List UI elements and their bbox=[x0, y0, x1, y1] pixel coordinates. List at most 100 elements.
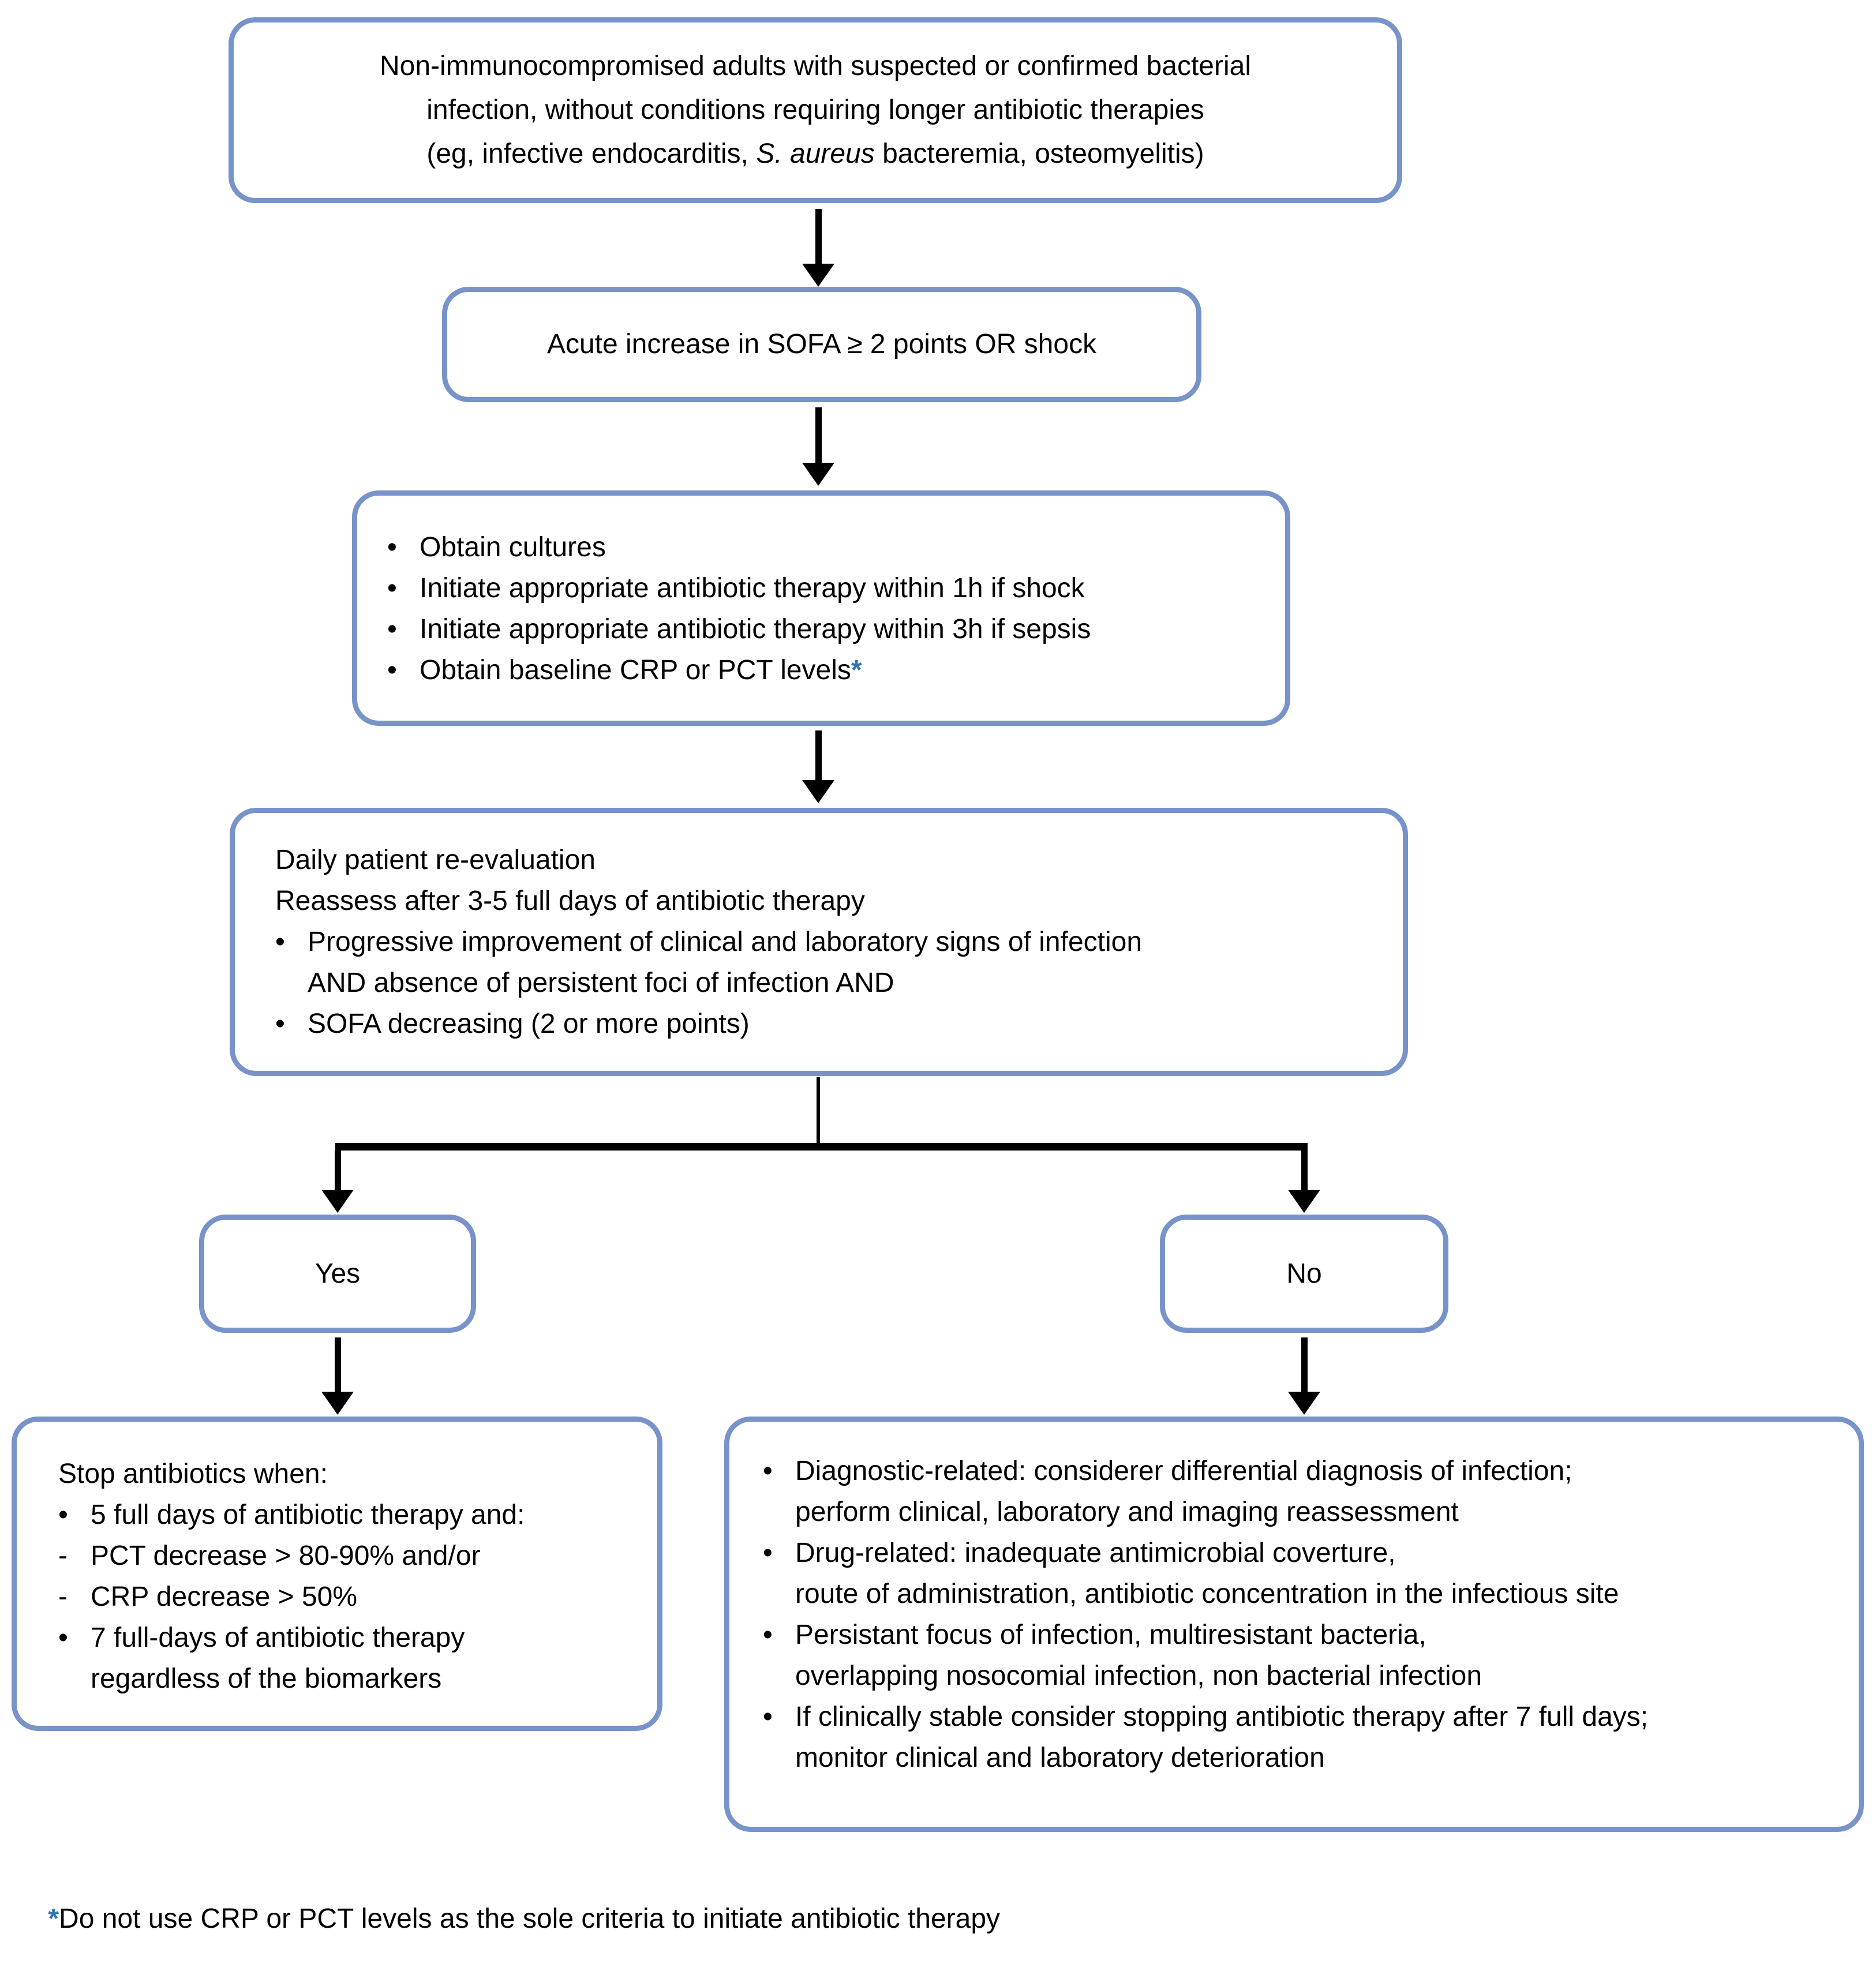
bullet-spacer bbox=[275, 962, 308, 1003]
arrow-stem bbox=[334, 1151, 341, 1190]
line-text: monitor clinical and laboratory deterior… bbox=[795, 1743, 1325, 1773]
initial-actions-box: •Obtain cultures •Initiate appropriate a… bbox=[352, 490, 1290, 726]
bullet-icon: • bbox=[275, 927, 285, 957]
line-text: Non-immunocompromised adults with suspec… bbox=[380, 51, 1251, 81]
sofa-criterion-box: Acute increase in SOFA ≥ 2 points OR sho… bbox=[442, 287, 1201, 402]
line-text: 7 full-days of antibiotic therapy bbox=[91, 1622, 465, 1653]
line-text: 5 full days of antibiotic therapy and: bbox=[91, 1500, 525, 1530]
arrow-down-icon bbox=[1288, 1151, 1320, 1213]
species-name-italic: S. aureus bbox=[756, 138, 875, 169]
text-line: Acute increase in SOFA ≥ 2 points OR sho… bbox=[547, 323, 1096, 366]
no-label: No bbox=[1286, 1258, 1322, 1289]
bullet-spacer bbox=[763, 1737, 795, 1778]
footnote-text: Do not use CRP or PCT levels as the sole… bbox=[59, 1903, 1001, 1934]
bullet-icon: • bbox=[763, 1620, 773, 1650]
text-line: -PCT decrease > 80-90% and/or bbox=[58, 1535, 651, 1576]
bullet-spacer bbox=[763, 1655, 795, 1696]
arrow-stem bbox=[815, 209, 822, 264]
text-line: monitor clinical and laboratory deterior… bbox=[763, 1737, 1853, 1778]
line-text: Persistant focus of infection, multiresi… bbox=[795, 1620, 1426, 1650]
text-line: • Initiate appropriate antibiotic therapy… bbox=[387, 568, 1274, 609]
text-line: • Drug-related: inadequate antimicrobial … bbox=[763, 1532, 1853, 1573]
line-text: route of administration, antibiotic conc… bbox=[795, 1579, 1619, 1609]
line-text: bacteremia, osteomyelitis) bbox=[874, 138, 1204, 169]
branch-connector-vertical bbox=[817, 1077, 820, 1145]
text-line: -CRP decrease > 50% bbox=[58, 1576, 651, 1617]
line-text: If clinically stable consider stopping a… bbox=[795, 1702, 1649, 1732]
line-text: Drug-related: inadequate antimicrobial c… bbox=[795, 1538, 1396, 1568]
arrow-down-icon bbox=[321, 1151, 354, 1213]
bullet-icon: • bbox=[58, 1622, 68, 1653]
bullet-icon: • bbox=[58, 1500, 68, 1530]
line-text: Obtain baseline CRP or PCT levels bbox=[420, 655, 851, 685]
bullet-spacer bbox=[58, 1658, 91, 1699]
line-text: Stop antibiotics when: bbox=[58, 1459, 328, 1489]
dash-icon: - bbox=[58, 1582, 68, 1612]
dash-icon: - bbox=[58, 1541, 68, 1571]
text-line: overlapping nosocomial infection, non ba… bbox=[763, 1655, 1853, 1696]
line-text: infection, without conditions requiring … bbox=[426, 95, 1204, 125]
line-text: Obtain cultures bbox=[420, 532, 606, 563]
text-line: •Obtain cultures bbox=[387, 527, 1274, 568]
population-box: Non-immunocompromised adults with suspec… bbox=[229, 17, 1402, 203]
footnote-asterisk: * bbox=[48, 1903, 59, 1934]
arrow-stem bbox=[815, 407, 822, 463]
arrow-head bbox=[1288, 1392, 1320, 1415]
arrow-stem bbox=[334, 1337, 341, 1392]
arrow-down-icon bbox=[1288, 1337, 1320, 1415]
bullet-spacer bbox=[763, 1492, 795, 1532]
arrow-head bbox=[321, 1190, 354, 1213]
bullet-icon: • bbox=[387, 655, 397, 685]
line-text: SOFA decreasing (2 or more points) bbox=[308, 1009, 750, 1039]
line-text: Acute increase in SOFA ≥ 2 points OR sho… bbox=[546, 329, 1097, 359]
line-text: Diagnostic-related: considerer different… bbox=[795, 1456, 1572, 1486]
text-line: AND absence of persistent foci of infect… bbox=[275, 962, 1391, 1003]
text-line: • Persistant focus of infection, multires… bbox=[763, 1614, 1853, 1655]
arrow-head bbox=[321, 1392, 354, 1415]
line-text: PCT decrease > 80-90% and/or bbox=[91, 1541, 481, 1571]
bullet-icon: • bbox=[763, 1456, 773, 1486]
arrow-stem bbox=[1301, 1151, 1308, 1190]
yes-label: Yes bbox=[314, 1258, 361, 1289]
line-text: Initiate appropriate antibiotic therapy … bbox=[420, 614, 1091, 644]
text-line: • Initiate appropriate antibiotic therapy… bbox=[387, 609, 1274, 650]
arrow-head bbox=[802, 463, 834, 486]
text-line: regardless of the biomarkers bbox=[58, 1658, 651, 1699]
no-response-actions-box: • Diagnostic-related: considerer differen… bbox=[724, 1417, 1864, 1832]
footnote: *Do not use CRP or PCT levels as the sol… bbox=[17, 1867, 1000, 1971]
line-text: (eg, infective endocarditis, bbox=[426, 138, 757, 169]
line-text: overlapping nosocomial infection, non ba… bbox=[795, 1661, 1482, 1691]
arrow-head bbox=[802, 264, 834, 287]
footnote-marker-asterisk: * bbox=[851, 655, 862, 685]
bullet-icon: • bbox=[763, 1538, 773, 1568]
line-text: AND absence of persistent foci of infect… bbox=[308, 968, 894, 998]
arrow-head bbox=[802, 780, 834, 803]
line-text: Progressive improvement of clinical and … bbox=[308, 927, 1143, 957]
arrow-down-icon bbox=[802, 209, 834, 287]
bullet-icon: • bbox=[275, 1009, 285, 1039]
text-line: No bbox=[1286, 1252, 1321, 1296]
line-text: CRP decrease > 50% bbox=[91, 1582, 358, 1612]
text-line: (eg, infective endocarditis, S. aureus b… bbox=[426, 132, 1204, 176]
text-line: • Obtain baseline CRP or PCT levels* bbox=[387, 650, 1274, 691]
bullet-icon: • bbox=[387, 573, 397, 604]
text-line: infection, without conditions requiring … bbox=[426, 88, 1204, 132]
text-line: • SOFA decreasing (2 or more points) bbox=[275, 1003, 1391, 1044]
text-line: • Progressive improvement of clinical and… bbox=[275, 921, 1391, 962]
text-line: Daily patient re-evaluation bbox=[275, 840, 1391, 880]
line-text: Initiate appropriate antibiotic therapy … bbox=[420, 573, 1085, 604]
no-box: No bbox=[1160, 1215, 1448, 1333]
arrow-down-icon bbox=[802, 407, 834, 486]
text-line: • 7 full-days of antibiotic therapy bbox=[58, 1617, 651, 1658]
text-line: • 5 full days of antibiotic therapy and: bbox=[58, 1494, 651, 1535]
text-line: Non-immunocompromised adults with suspec… bbox=[380, 44, 1251, 88]
arrow-down-icon bbox=[321, 1337, 354, 1415]
text-line: Reassess after 3-5 full days of antibiot… bbox=[275, 880, 1391, 921]
text-line: • Diagnostic-related: considerer differen… bbox=[763, 1451, 1853, 1492]
yes-box: Yes bbox=[199, 1215, 476, 1333]
bullet-icon: • bbox=[387, 614, 397, 644]
line-text: Reassess after 3-5 full days of antibiot… bbox=[275, 886, 865, 916]
flowchart-canvas: Non-immunocompromised adults with suspec… bbox=[12, 17, 1864, 1934]
text-line: perform clinical, laboratory and imaging… bbox=[763, 1492, 1853, 1532]
bullet-spacer bbox=[763, 1573, 795, 1614]
